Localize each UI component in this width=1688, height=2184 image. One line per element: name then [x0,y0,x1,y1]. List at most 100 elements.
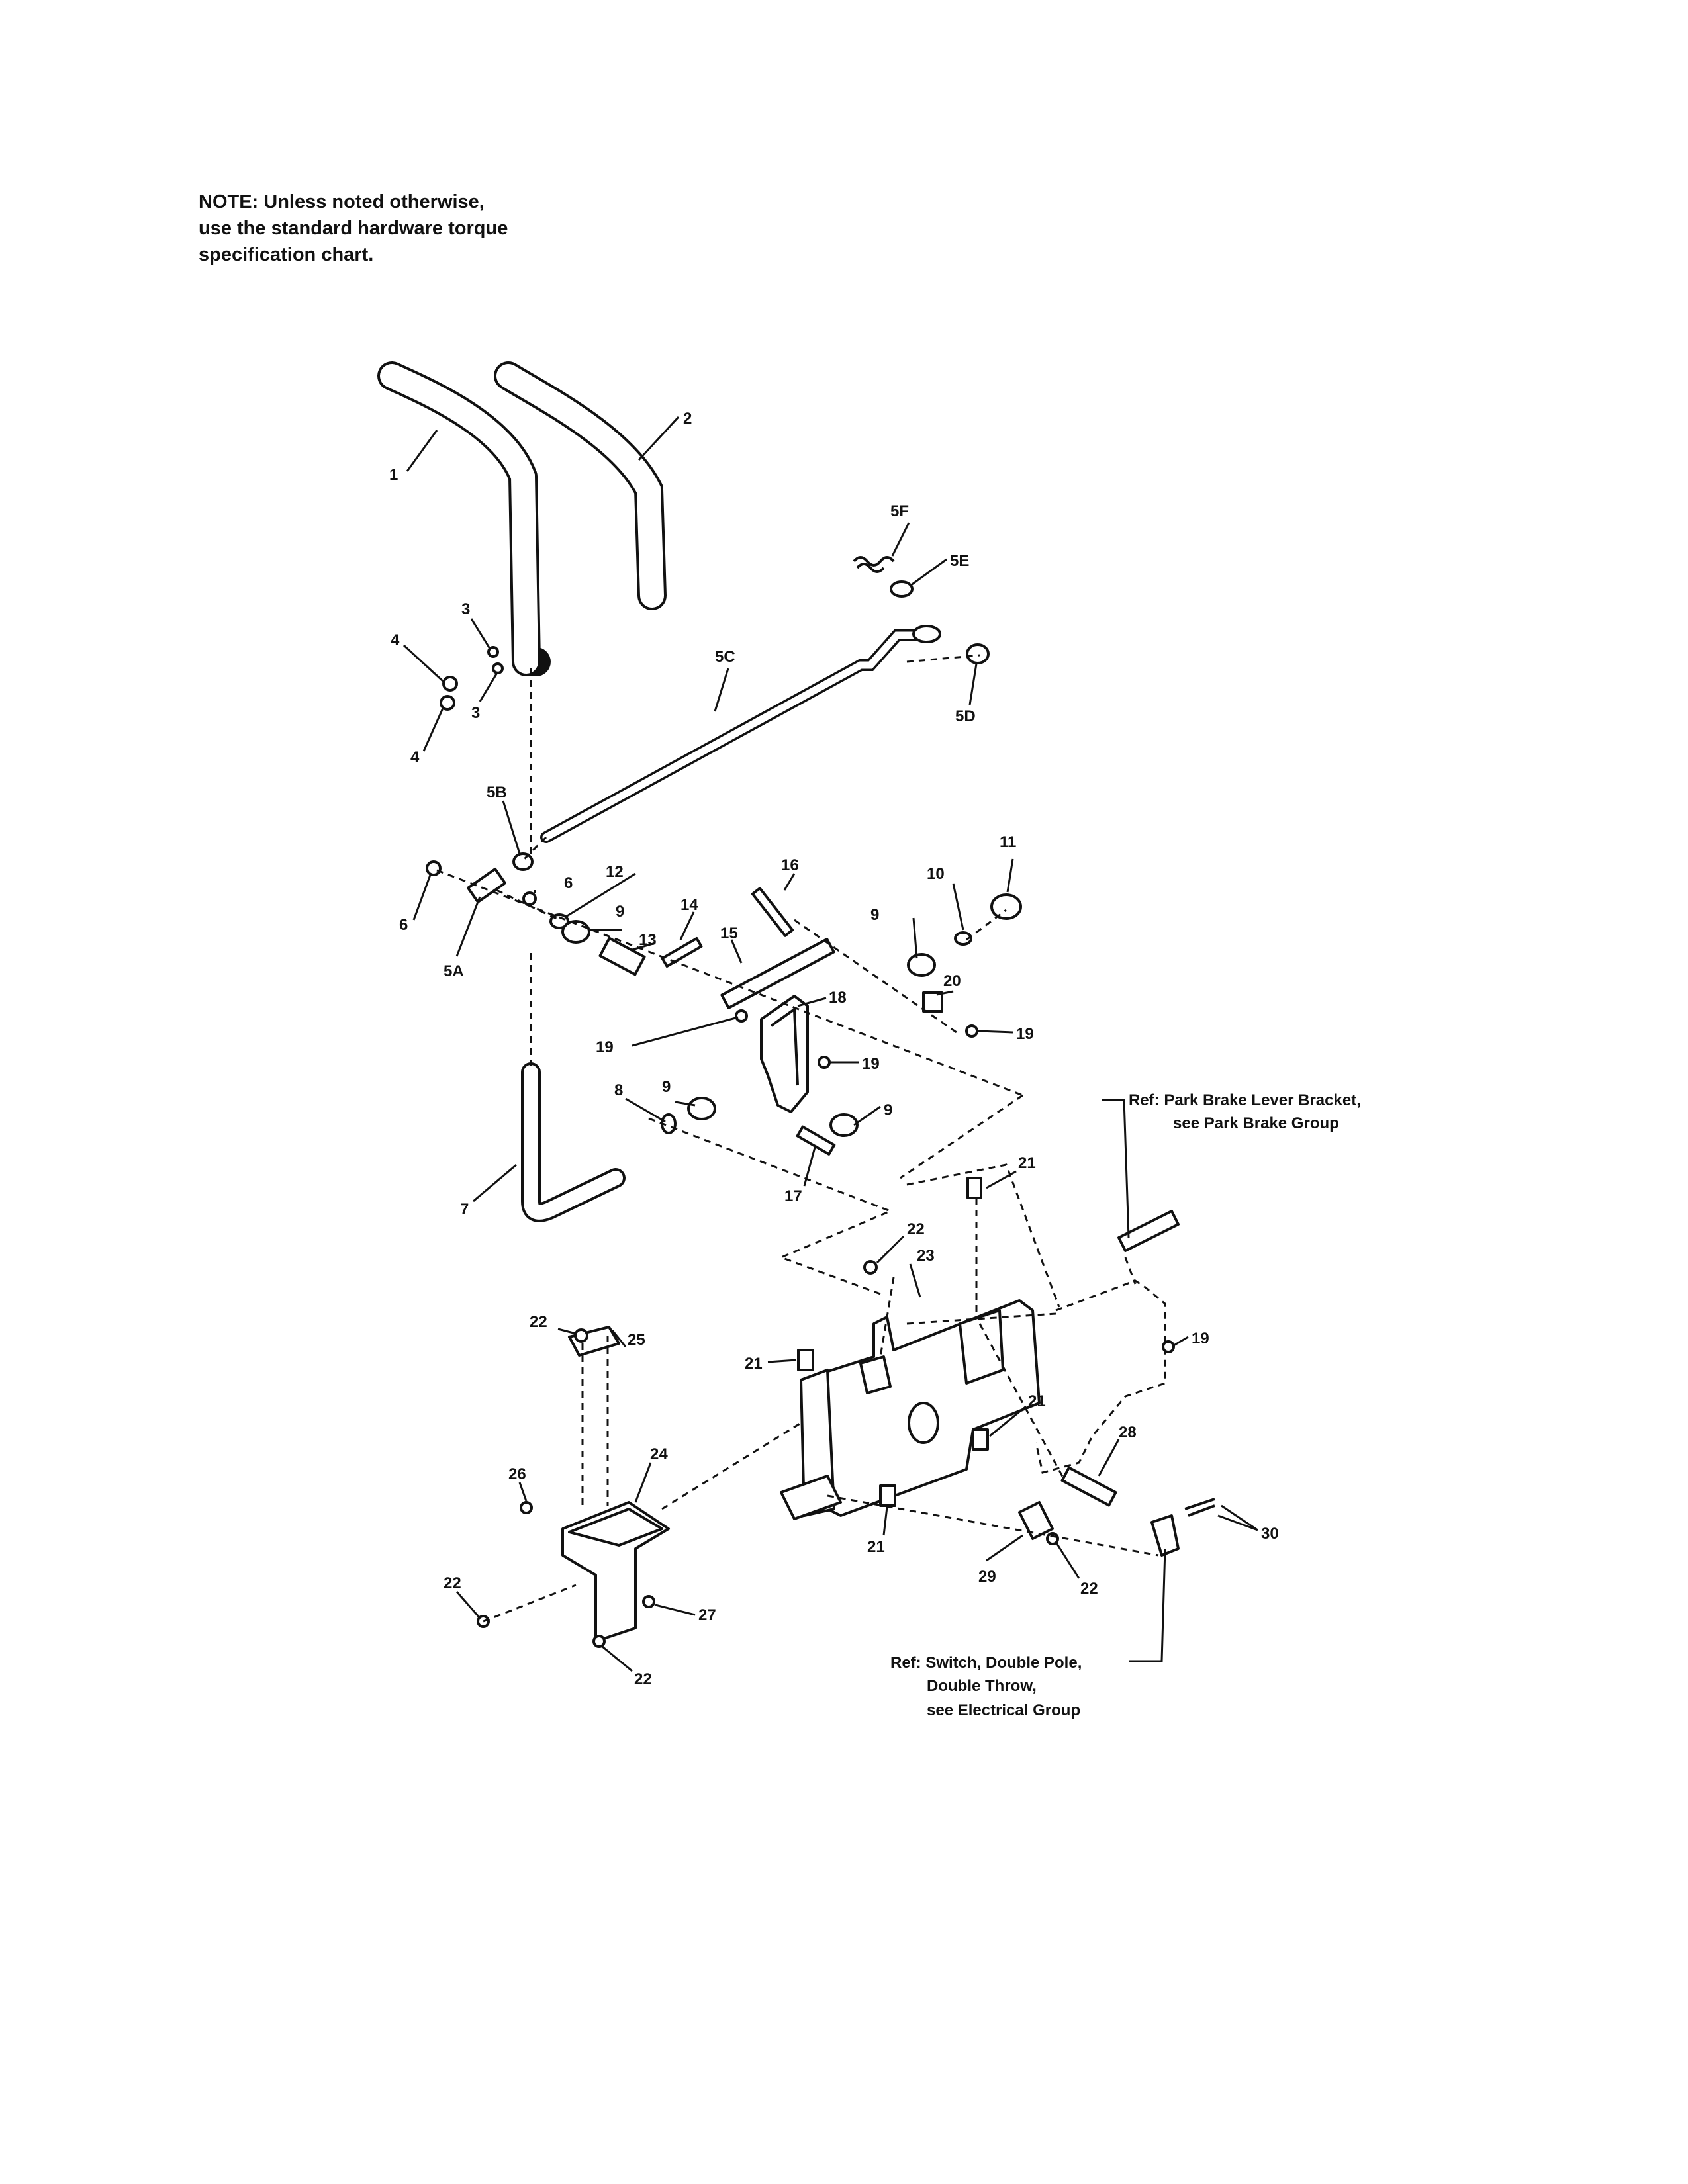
callout-3: 3 [461,600,470,618]
callout-9: 9 [662,1078,671,1096]
handle-left [377,361,551,676]
mounting-plate-23 [800,1299,1041,1517]
bushing-9c [687,1097,716,1120]
callout-5b: 5B [487,784,507,801]
plate-foot [780,1475,842,1520]
bolt-14 [661,936,703,968]
park-brake-reference: Ref: Park Brake Lever Bracket, see Park … [1129,1091,1361,1132]
callout-21: 21 [745,1355,763,1373]
callout-26: 26 [508,1465,526,1483]
handle-right [494,361,667,610]
bolt-5a [467,868,506,903]
bolt-22a [863,1260,878,1275]
spacer-13 [598,936,646,976]
callout-1: 1 [389,466,398,484]
nut-19a [735,1009,748,1023]
bolt-4a [442,676,458,692]
callout-13: 13 [639,931,657,949]
bushing-9b [907,953,936,977]
callout-30: 30 [1261,1525,1279,1543]
washer-10 [954,931,972,946]
switch-30 [1150,1514,1180,1557]
nut-6a [426,860,442,876]
callout-19: 19 [862,1055,880,1073]
callout-labels: 1 2 3 3 4 4 5F 5E 5C 5D 5B 5A 6 6 7 8 9 … [389,410,1279,1688]
switch-bracket-29 [1018,1501,1054,1540]
callout-22: 22 [907,1220,925,1238]
assembly-lines [436,654,1159,1623]
bolt-21a [966,1177,982,1199]
callout-27: 27 [698,1606,716,1624]
callout-19: 19 [1016,1025,1034,1043]
callout-7: 7 [460,1201,469,1218]
callout-5e: 5E [950,552,969,570]
gas-spring-15 [720,938,835,1009]
park-brake-tab [1117,1210,1180,1252]
bolt-21c [972,1428,989,1451]
callout-21: 21 [1028,1392,1046,1410]
callout-5a: 5A [444,962,464,980]
note-line: NOTE: Unless noted otherwise, [199,191,485,212]
callout-23: 23 [917,1247,935,1265]
nut-19b [818,1056,831,1069]
callout-22: 22 [634,1670,652,1688]
callout-24: 24 [650,1445,668,1463]
callout-9: 9 [884,1101,892,1119]
callout-15: 15 [720,925,738,942]
park-brake-ref-line: Ref: Park Brake Lever Bracket, [1129,1091,1361,1109]
rod-5c [540,625,941,843]
spacer-20 [922,991,943,1013]
nut-27 [642,1595,655,1608]
bushing-9d [829,1113,859,1137]
bolt-22c [592,1635,606,1648]
callout-22: 22 [444,1574,461,1592]
callout-11: 11 [1000,833,1016,851]
switch-reference: Ref: Switch, Double Pole, Double Throw, … [890,1654,1082,1719]
lower-handle-rod [521,1062,626,1222]
callout-6: 6 [564,874,573,892]
callout-21: 21 [1018,1154,1036,1172]
bolt-17 [796,1125,836,1156]
callout-2: 2 [683,410,692,428]
note-line: use the standard hardware torque [199,218,508,239]
callout-28: 28 [1119,1424,1137,1441]
nut-3a [487,646,499,658]
callout-4: 4 [391,631,400,649]
park-brake-bracket [1035,1279,1166,1474]
callout-18: 18 [829,989,847,1007]
switch-ref-line: Double Throw, [927,1677,1037,1695]
callout-8: 8 [614,1081,623,1099]
nut-3b [492,662,504,674]
callout-22: 22 [530,1313,547,1331]
callout-17: 17 [784,1187,802,1205]
callout-10: 10 [927,865,945,883]
callout-20: 20 [943,972,961,990]
callout-16: 16 [781,856,799,874]
bolt-22-top [574,1328,588,1343]
callout-19: 19 [596,1038,614,1056]
callout-5c: 5C [715,648,735,666]
callout-9: 9 [870,906,879,924]
nut-19d [1162,1340,1175,1353]
callout-19: 19 [1192,1330,1209,1347]
bolt-16 [751,887,794,937]
plate-tab-upper [859,1355,892,1394]
bushing-5b [512,852,534,871]
torque-note: NOTE: Unless noted otherwise, use the st… [199,189,662,268]
callout-29: 29 [978,1568,996,1586]
switch-ref-line: see Electrical Group [927,1702,1080,1719]
callout-25: 25 [628,1331,645,1349]
bolt-26 [520,1501,533,1514]
bolt-21d [879,1484,896,1507]
spring-5f [853,556,895,573]
callout-4: 4 [410,749,420,766]
callout-9: 9 [616,903,624,921]
pin-28 [1060,1466,1117,1507]
callout-21: 21 [867,1538,885,1556]
callout-22: 22 [1080,1580,1098,1598]
washer-5e [890,580,914,598]
bracket-18 [760,995,809,1113]
nut-6b [522,891,537,906]
park-brake-ref-line: see Park Brake Group [1173,1115,1339,1132]
